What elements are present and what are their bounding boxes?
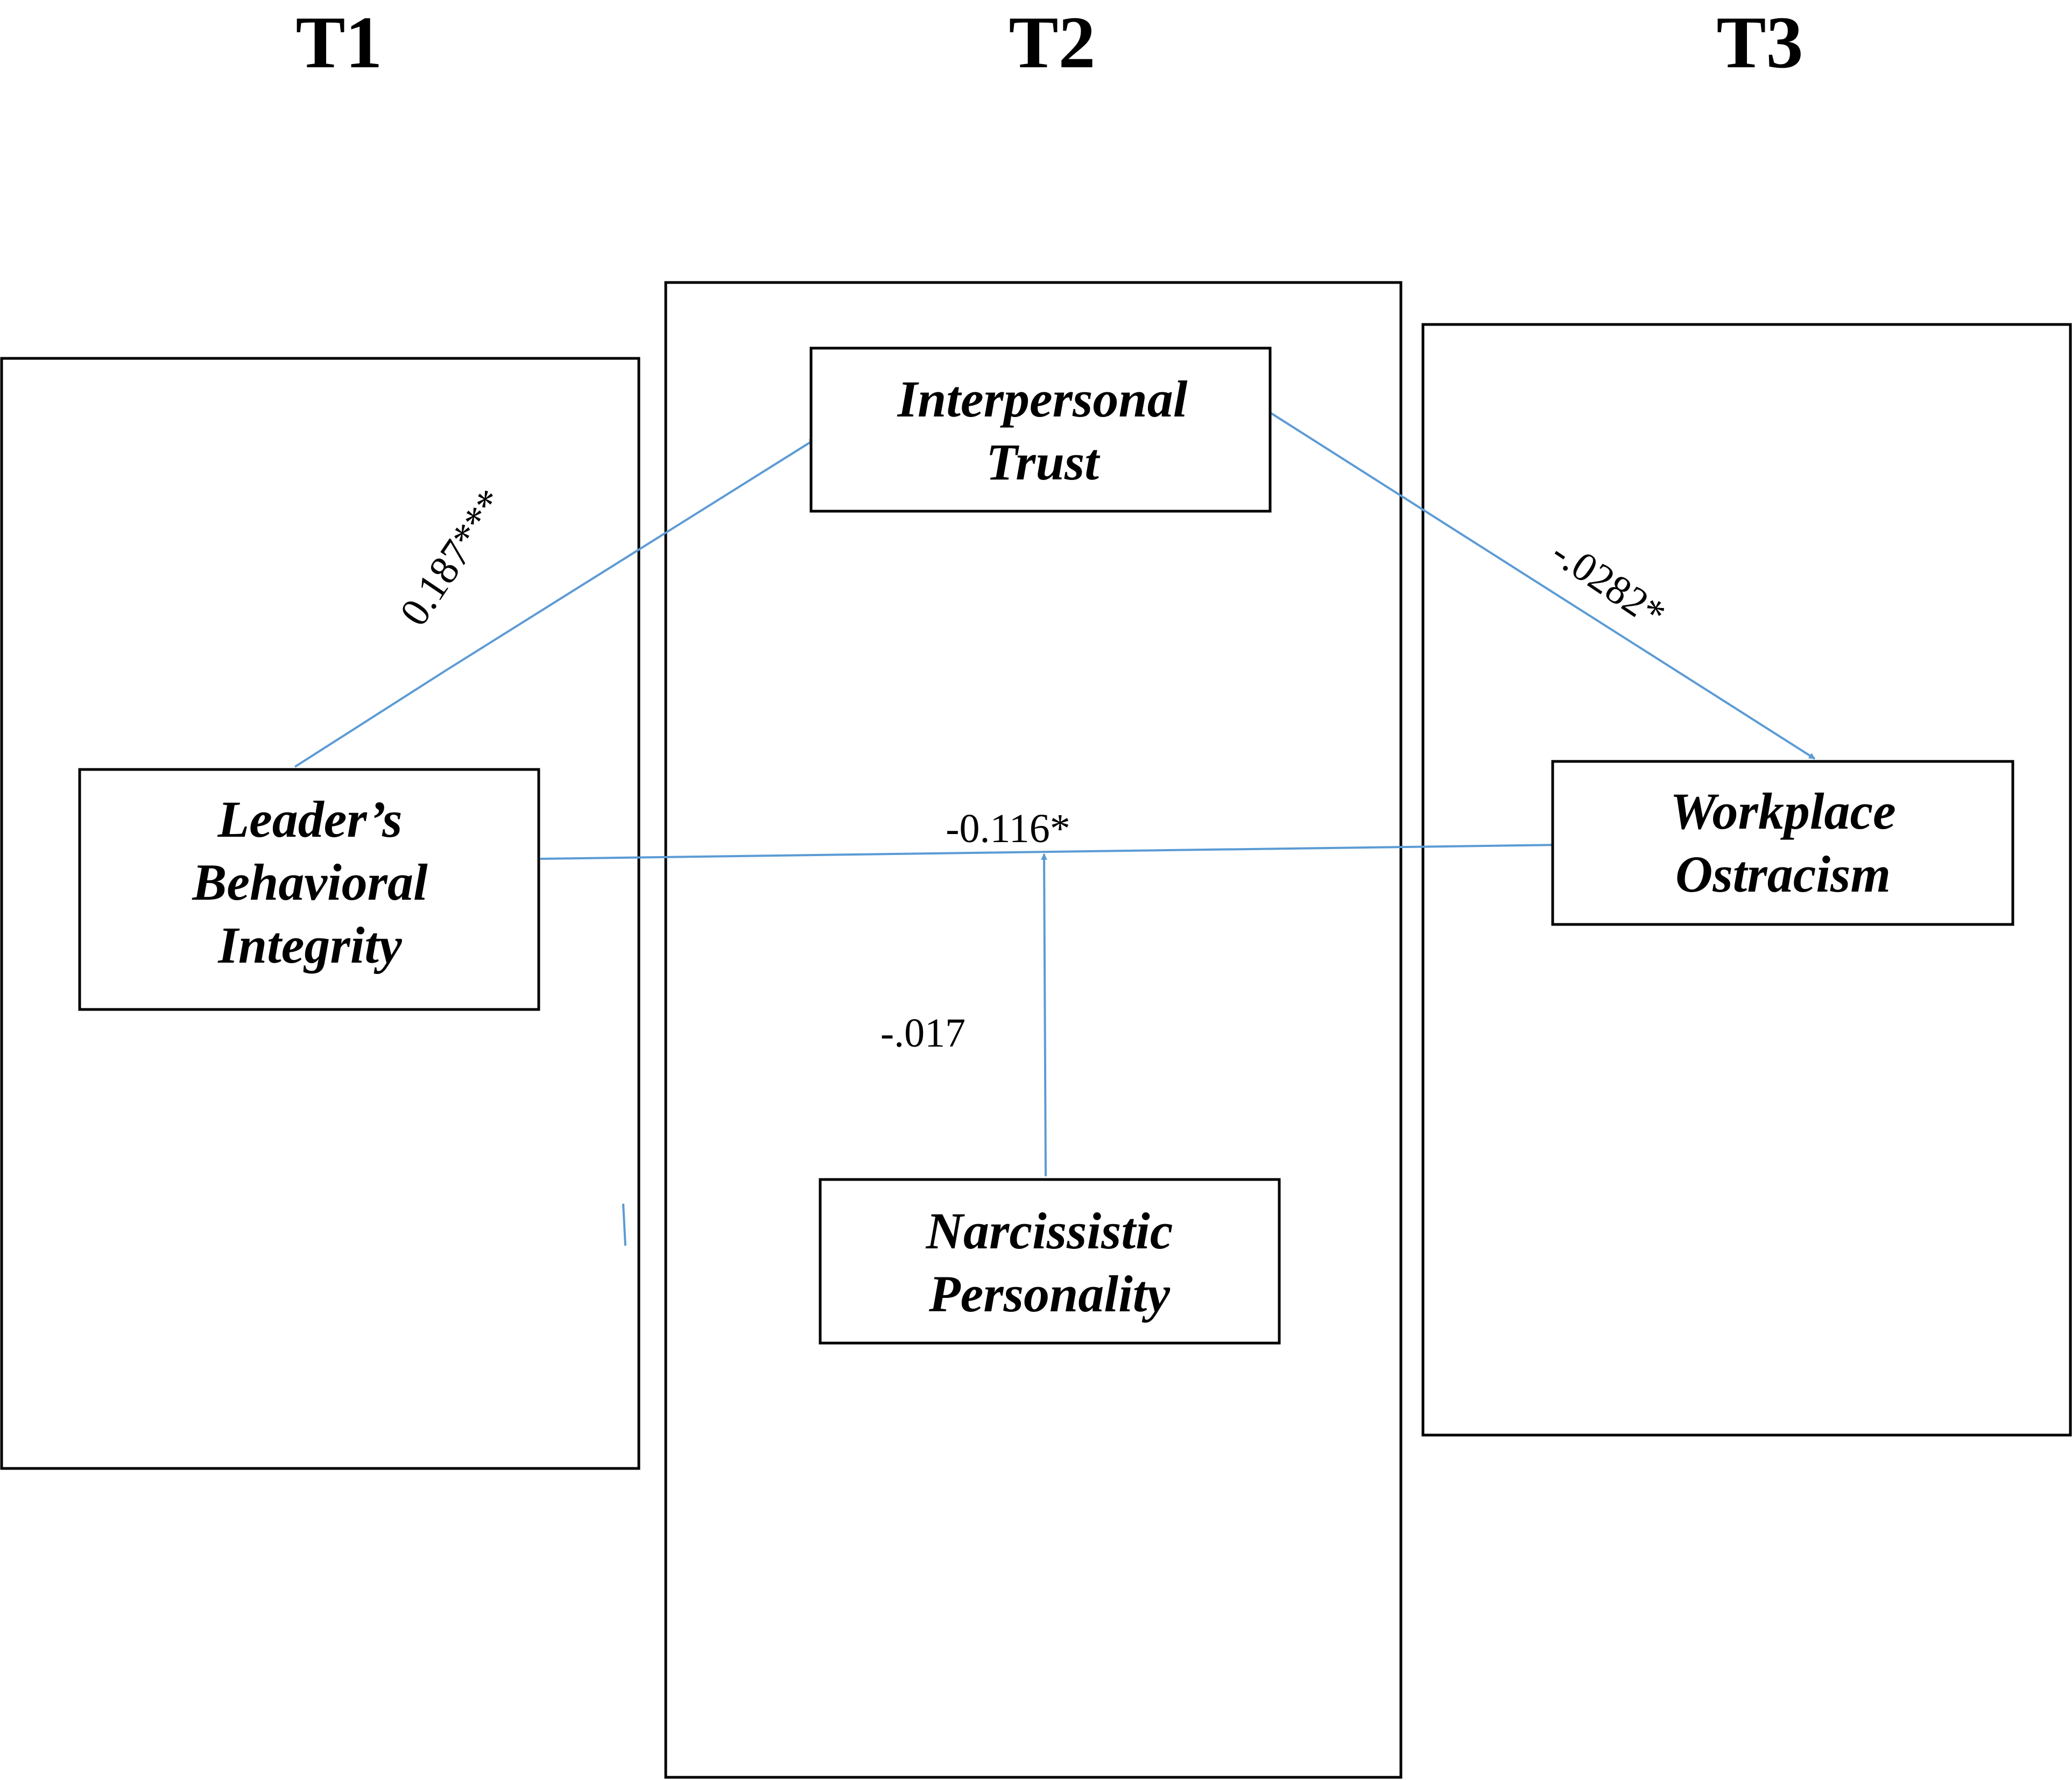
path-integrity-to-trust xyxy=(294,438,816,768)
coef-trust-to-ostracism: -.0282* xyxy=(1544,529,1673,638)
node-narcissistic-personality-line2: Personality xyxy=(928,1265,1170,1323)
time-label-t2: T2 xyxy=(1009,1,1095,83)
time-label-t3: T3 xyxy=(1716,1,1803,83)
node-behavioral-integrity-line3: Integrity xyxy=(217,916,402,974)
node-narcissistic-personality-line1: Narcissistic xyxy=(926,1202,1173,1260)
node-interpersonal-trust-line2: Trust xyxy=(986,433,1101,491)
coef-narcissism-moderation: -.017 xyxy=(880,1011,965,1056)
node-interpersonal-trust-line1: Interpersonal xyxy=(897,370,1188,428)
panel-t2 xyxy=(664,281,1403,1779)
coef-integrity-to-ostracism: -0.116* xyxy=(946,806,1070,851)
node-interpersonal-trust: Interpersonal Trust xyxy=(809,347,1272,513)
node-narcissistic-personality: Narcissistic Personality xyxy=(819,1178,1281,1345)
node-behavioral-integrity: Leader’s Behavioral Integrity xyxy=(78,768,540,1011)
node-behavioral-integrity-line1: Leader’s xyxy=(217,790,403,848)
path-narcissism-moderation xyxy=(1041,853,1048,1177)
path-integrity-to-ostracism xyxy=(540,842,1563,860)
node-workplace-ostracism-line2: Ostracism xyxy=(1675,845,1891,903)
node-behavioral-integrity-line2: Behavioral xyxy=(192,853,428,911)
node-workplace-ostracism-line1: Workplace xyxy=(1670,782,1895,840)
panel-t3 xyxy=(1421,323,2072,1437)
path-trust-to-ostracism xyxy=(1270,412,1816,760)
stray-mark xyxy=(622,1203,626,1246)
node-workplace-ostracism: Workplace Ostracism xyxy=(1551,760,2014,926)
time-label-t1: T1 xyxy=(295,1,382,83)
panel-t1 xyxy=(0,357,640,1470)
coef-integrity-to-trust: 0.187*** xyxy=(391,481,515,633)
